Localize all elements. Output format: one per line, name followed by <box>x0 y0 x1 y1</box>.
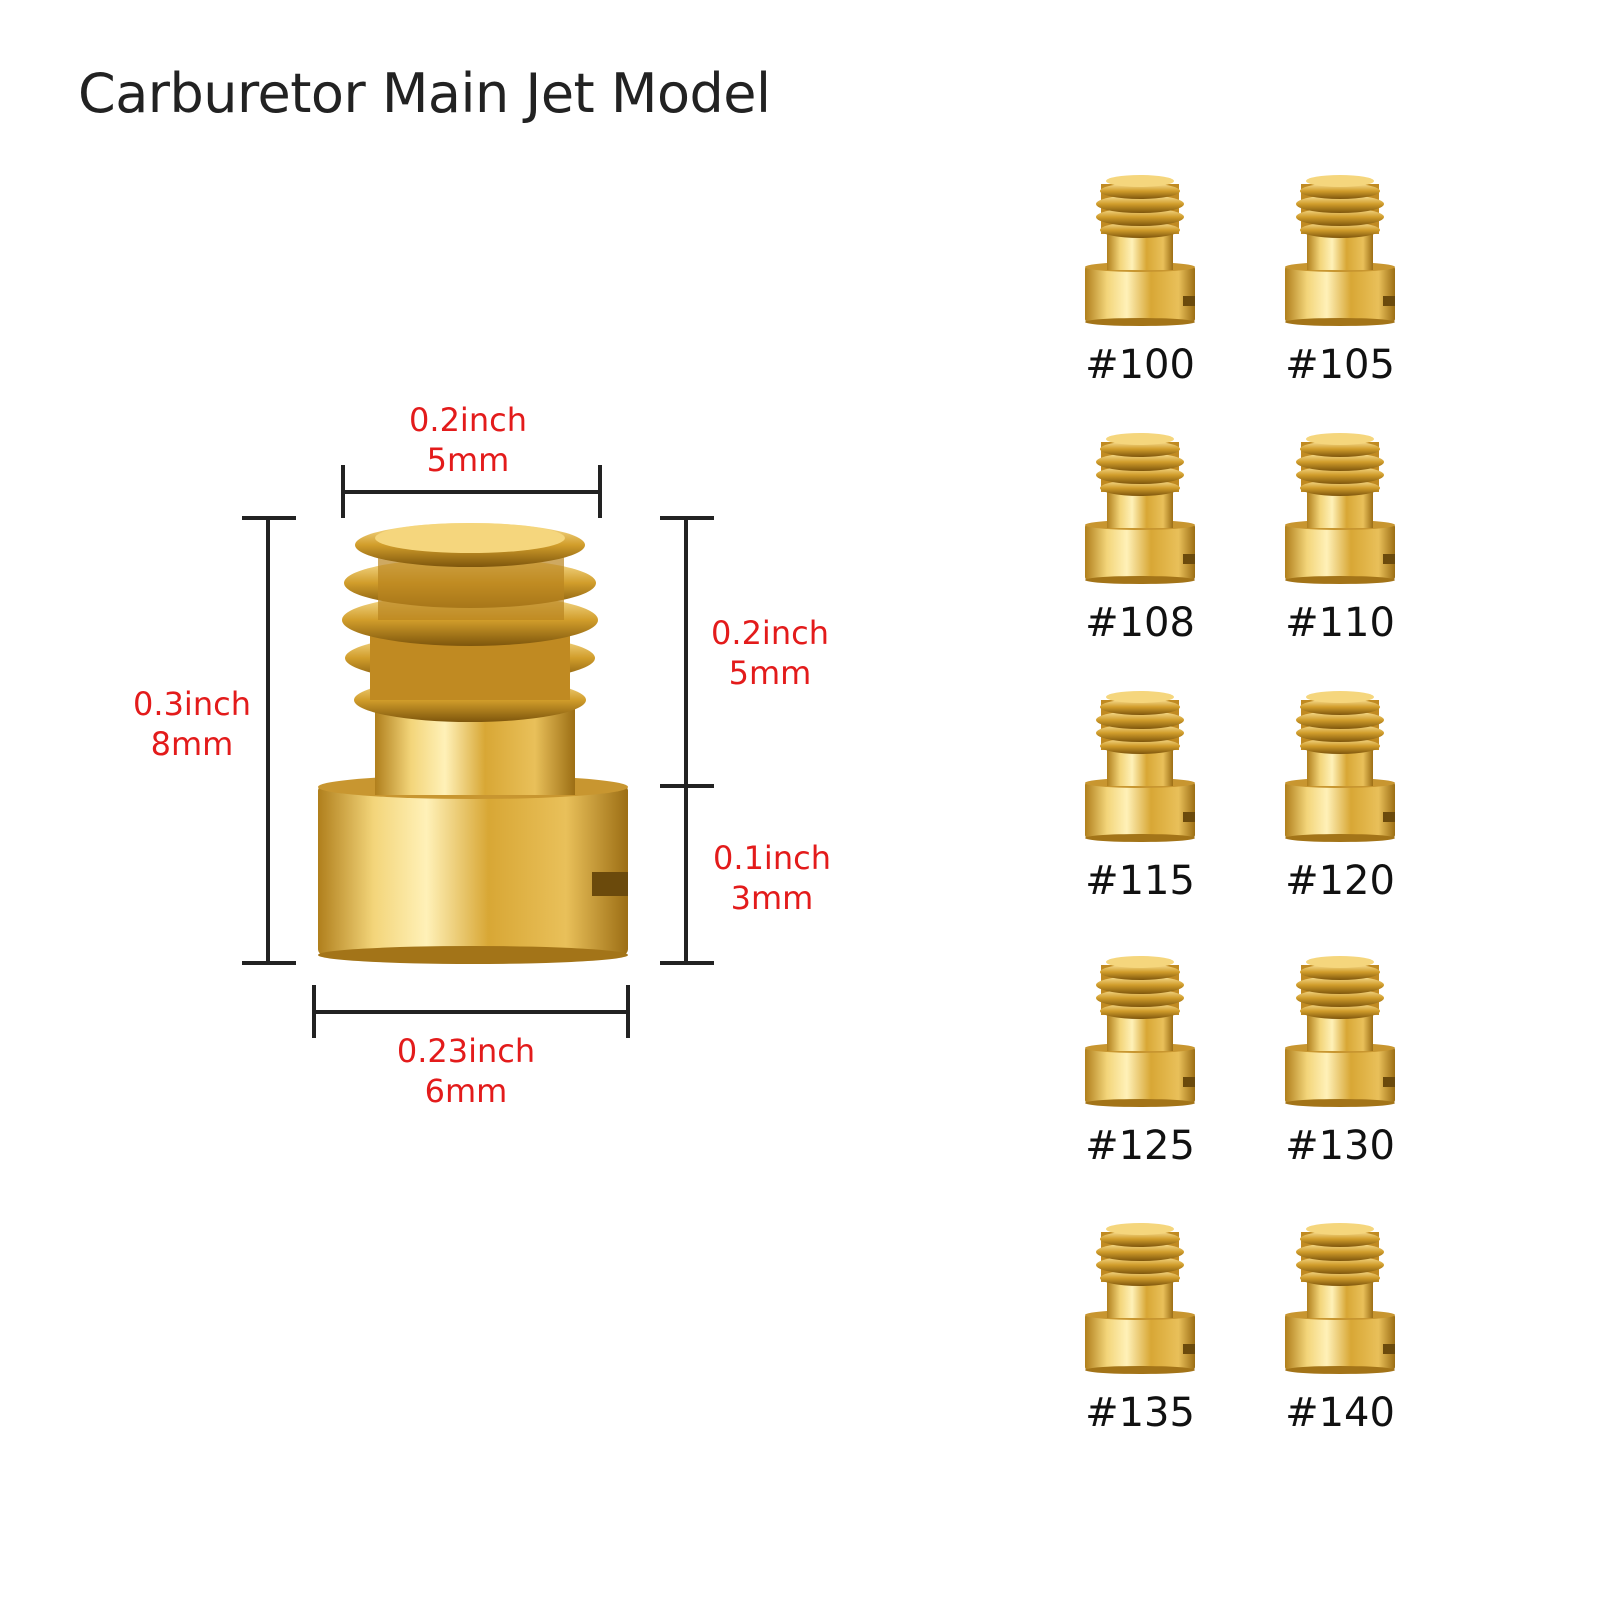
jet-image <box>1085 433 1195 584</box>
dimension-total-height: 0.3inch 8mm <box>112 684 272 764</box>
jet-item: #125 <box>1060 953 1220 1173</box>
jet-item: #130 <box>1260 953 1420 1173</box>
jet-image <box>1285 175 1395 326</box>
jet-item: #100 <box>1060 172 1220 392</box>
jet-item: #115 <box>1060 688 1220 908</box>
jet-label: #125 <box>1085 1123 1195 1169</box>
jet-label: #130 <box>1285 1123 1395 1169</box>
large-jet-image <box>318 523 628 964</box>
jet-label: #135 <box>1085 1390 1195 1436</box>
jet-dimension-diagram <box>242 465 714 1038</box>
dimension-thread-height-mm: 5mm <box>728 654 812 692</box>
dimension-bottom-width-mm: 6mm <box>424 1072 508 1110</box>
dimension-head-height: 0.1inch 3mm <box>692 838 852 918</box>
dimension-top-width-inch: 0.2inch <box>409 401 527 439</box>
jet-label: #100 <box>1085 342 1195 388</box>
jet-image <box>1285 691 1395 842</box>
jet-item: #135 <box>1060 1220 1220 1440</box>
dimension-top-width: 0.2inch 5mm <box>368 400 568 480</box>
jet-label: #140 <box>1285 1390 1395 1436</box>
jet-image <box>1285 956 1395 1107</box>
dimension-total-height-mm: 8mm <box>150 725 234 763</box>
dimension-head-height-mm: 3mm <box>730 879 814 917</box>
dimension-bottom-width-inch: 0.23inch <box>396 1032 536 1070</box>
jet-item: #140 <box>1260 1220 1420 1440</box>
jet-label: #110 <box>1285 600 1395 646</box>
jet-image <box>1085 691 1195 842</box>
jet-image <box>1085 956 1195 1107</box>
dimension-thread-height: 0.2inch 5mm <box>690 613 850 693</box>
jet-image <box>1085 1223 1195 1374</box>
jet-image <box>1285 433 1395 584</box>
jet-item: #110 <box>1260 430 1420 650</box>
dimension-bottom-width: 0.23inch 6mm <box>366 1031 566 1111</box>
jet-item: #105 <box>1260 172 1420 392</box>
dimension-head-height-inch: 0.1inch <box>713 839 831 877</box>
jet-label: #115 <box>1085 858 1195 904</box>
jet-image <box>1285 1223 1395 1374</box>
jet-label: #108 <box>1085 600 1195 646</box>
jet-label: #105 <box>1285 342 1395 388</box>
jet-image <box>1085 175 1195 326</box>
jet-item: #108 <box>1060 430 1220 650</box>
dimension-total-height-inch: 0.3inch <box>133 685 251 723</box>
jet-item: #120 <box>1260 688 1420 908</box>
dimension-lines <box>242 465 714 1038</box>
jet-label: #120 <box>1285 858 1395 904</box>
page-title: Carburetor Main Jet Model <box>78 62 771 125</box>
dimension-top-width-mm: 5mm <box>426 441 510 479</box>
dimension-thread-height-inch: 0.2inch <box>711 614 829 652</box>
